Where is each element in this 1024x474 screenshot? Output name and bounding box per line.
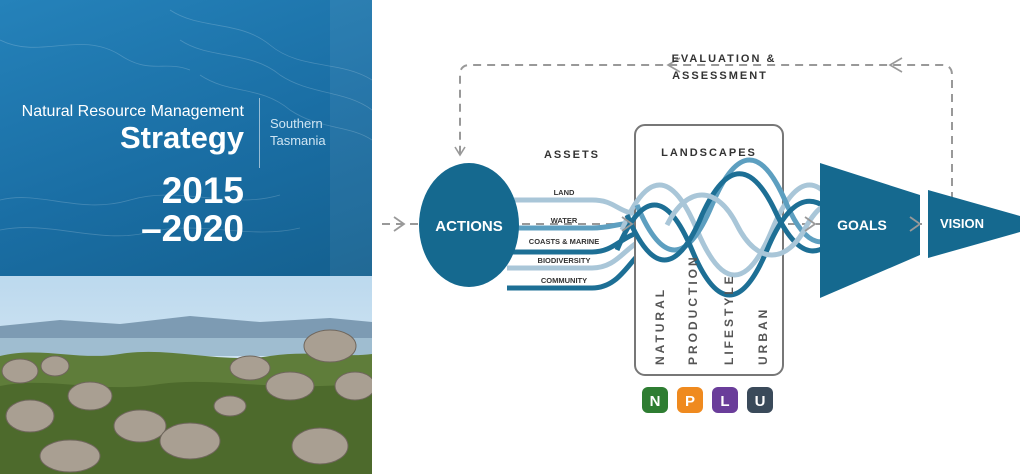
cover-year-end: –2020 — [141, 208, 244, 249]
vision-label: VISION — [940, 216, 984, 231]
cover-title: Strategy — [119, 120, 244, 155]
feedback-label: EVALUATION & — [672, 53, 777, 65]
goals-chevron-icon — [909, 216, 922, 232]
asset-label-community: COMMUNITY — [541, 276, 587, 285]
landscape-label-urban: URBAN — [756, 307, 770, 365]
badge-letter: P — [685, 393, 695, 410]
goals-funnel — [820, 163, 920, 298]
landscape-label-lifestyle: LIFESTYLE — [722, 273, 736, 365]
actions-circle — [419, 163, 519, 287]
asset-label-land: LAND — [554, 188, 575, 197]
goals-label: GOALS — [837, 217, 887, 233]
cover-divider — [259, 98, 260, 168]
strand-chevron-icon — [804, 216, 817, 232]
asset-label-biodiversity: BIODIVERSITY — [538, 256, 591, 265]
strategy-diagram: EVALUATION & ASSESSMENT ASSETS LAND WATE… — [382, 53, 1020, 413]
badge-lifestyle — [712, 387, 738, 413]
landscape-label-production: PRODUCTION — [686, 254, 700, 365]
landscape-badges: N P L U — [642, 387, 773, 413]
feedback-chevron-icon — [888, 57, 903, 73]
feedback-label: ASSESSMENT — [672, 70, 768, 82]
cover-region-line: Tasmania — [270, 133, 326, 148]
topographic-texture-icon — [0, 9, 372, 237]
feedback-chevron-icon — [666, 57, 681, 73]
strand-chevron-icon — [621, 216, 634, 232]
mountain-landscape-photo — [0, 276, 372, 474]
cover-blue-panel: Natural Resource Management Strategy Sou… — [0, 0, 372, 276]
badge-urban — [747, 387, 773, 413]
report-cover: Natural Resource Management Strategy Sou… — [0, 0, 372, 474]
vision-funnel — [928, 190, 1020, 258]
actions-label: ACTIONS — [435, 218, 503, 235]
landscape-label-natural: NATURAL — [653, 287, 667, 365]
badge-letter: U — [755, 393, 766, 410]
input-chevron-icon — [393, 216, 406, 232]
assets-title: ASSETS — [544, 149, 600, 161]
asset-label-coasts-marine: COASTS & MARINE — [529, 237, 599, 246]
badge-production — [677, 387, 703, 413]
badge-natural — [642, 387, 668, 413]
landscapes-title: LANDSCAPES — [661, 147, 757, 159]
asset-label-water: WATER — [551, 216, 578, 225]
badge-letter: N — [650, 393, 661, 410]
feedback-loop-arrow — [454, 64, 953, 200]
cover-side-strip — [330, 0, 372, 276]
cover-region-line: Southern — [270, 116, 323, 131]
cover-subtitle: Natural Resource Management — [21, 103, 244, 120]
cover-year-start: 2015 — [161, 170, 244, 211]
cover-region: Southern Tasmania — [270, 115, 326, 149]
badge-letter: L — [720, 393, 729, 410]
